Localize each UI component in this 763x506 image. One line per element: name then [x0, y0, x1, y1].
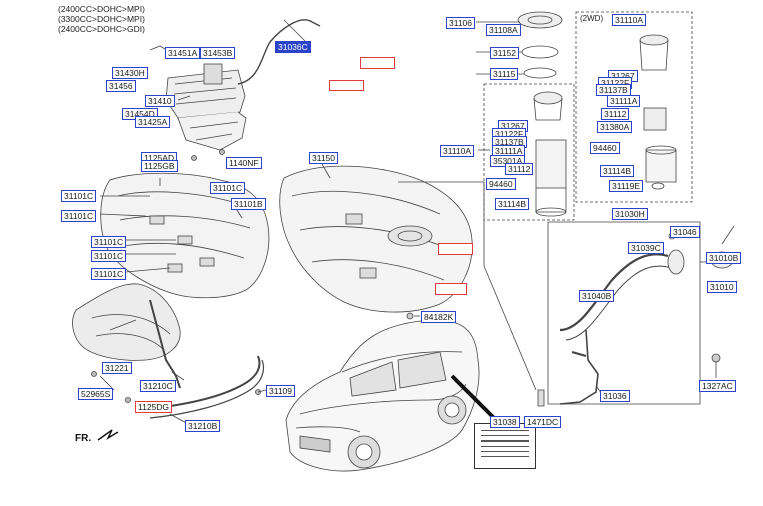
part-label-31101c[interactable]: 31101C — [91, 250, 127, 262]
part-label-31430h[interactable]: 31430H — [112, 67, 148, 79]
engine-note-1: (2400CC>DOHC>MPI) — [58, 4, 145, 14]
part-label-31115[interactable]: 31115 — [490, 68, 519, 80]
part-label-31456[interactable]: 31456 — [106, 80, 136, 92]
red-callout-box — [438, 243, 473, 255]
red-callout-box — [360, 57, 395, 69]
part-label-1140nf[interactable]: 1140NF — [226, 157, 262, 169]
part-label-31114b-2wd[interactable]: 31114B — [600, 165, 635, 177]
part-label-31101c[interactable]: 31101C — [210, 182, 246, 194]
part-label-31101c[interactable]: 31101C — [61, 190, 97, 202]
part-label-31111a-2wd[interactable]: 31111A — [607, 95, 641, 107]
part-label-31210c[interactable]: 31210C — [140, 380, 176, 392]
part-label-31152[interactable]: 31152 — [490, 47, 520, 59]
part-label-31112[interactable]: 31112 — [505, 163, 534, 175]
part-label-31030h[interactable]: 31030H — [612, 208, 648, 220]
part-label-31101b[interactable]: 31101B — [231, 198, 266, 210]
part-label-31110a-2wd[interactable]: 31110A — [612, 14, 647, 26]
part-label-1125gb[interactable]: 1125GB — [141, 160, 178, 172]
part-label-31112-2wd[interactable]: 31112 — [601, 108, 630, 120]
part-label-31108a[interactable]: 31108A — [486, 24, 521, 36]
direction-front-label: FR. — [75, 433, 92, 444]
part-label-1327ac[interactable]: 1327AC — [699, 380, 736, 392]
part-label-31425a[interactable]: 31425A — [135, 116, 171, 128]
part-label-31036[interactable]: 31036 — [600, 390, 630, 402]
box-2wd-label: (2WD) — [580, 14, 604, 23]
part-label-31453b[interactable]: 31453B — [200, 47, 236, 59]
part-label-31101c[interactable]: 31101C — [61, 210, 97, 222]
part-label-31114b[interactable]: 31114B — [495, 198, 530, 210]
part-label-31106[interactable]: 31106 — [446, 17, 476, 29]
part-label-31036c[interactable]: 31036C — [275, 41, 311, 53]
part-label-31221[interactable]: 31221 — [102, 362, 132, 374]
part-label-31109[interactable]: 31109 — [266, 385, 296, 397]
part-label-31101c[interactable]: 31101C — [91, 236, 127, 248]
part-label-84182k[interactable]: 84182K — [421, 311, 457, 323]
part-label-1125dg-red[interactable]: 1125DG — [135, 401, 173, 413]
part-label-31110a[interactable]: 31110A — [440, 145, 475, 157]
red-callout-box — [435, 283, 467, 295]
part-label-31010b[interactable]: 31010B — [706, 252, 742, 264]
part-label-31101c[interactable]: 31101C — [91, 268, 127, 280]
part-label-31380a[interactable]: 31380A — [597, 121, 633, 133]
part-label-94460[interactable]: 94460 — [486, 178, 516, 190]
engine-note-3: (2400CC>DOHC>GDI) — [58, 24, 145, 34]
part-label-31039c[interactable]: 31039C — [628, 242, 664, 254]
part-label-52965s[interactable]: 52965S — [78, 388, 114, 400]
part-label-94460-2wd[interactable]: 94460 — [590, 142, 620, 154]
fuel-warning-sticker — [474, 423, 536, 469]
part-label-31040b[interactable]: 31040B — [579, 290, 615, 302]
part-label-31119e[interactable]: 31119E — [609, 180, 644, 192]
part-label-1471dc[interactable]: 1471DC — [524, 416, 562, 428]
part-label-31046[interactable]: 31046 — [670, 226, 700, 238]
part-label-31010[interactable]: 31010 — [707, 281, 737, 293]
part-label-31210b[interactable]: 31210B — [185, 420, 221, 432]
red-callout-box — [329, 80, 364, 91]
part-label-31038[interactable]: 31038 — [490, 416, 520, 428]
part-label-31410[interactable]: 31410 — [145, 95, 175, 107]
part-label-31451a[interactable]: 31451A — [165, 47, 201, 59]
engine-note-2: (3300CC>DOHC>MPI) — [58, 14, 145, 24]
part-label-31150[interactable]: 31150 — [309, 152, 339, 164]
